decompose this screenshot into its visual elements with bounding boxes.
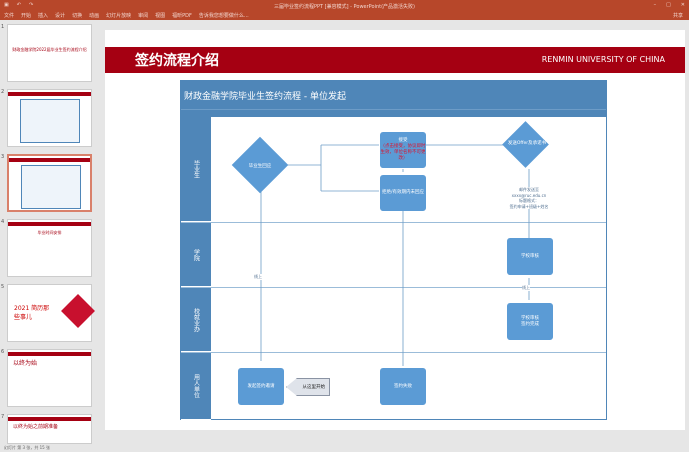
thumb-number: 3 <box>1 154 5 160</box>
thumbnail-slide-6[interactable]: 以终为始 <box>7 349 92 407</box>
node-label: 签约完成 <box>521 321 539 327</box>
edge-label-online: 线上 <box>254 274 262 280</box>
node-initiate-invite[interactable]: 发起签约邀请 <box>238 368 284 405</box>
node-label: 学校审核 <box>521 253 539 259</box>
maximize-icon[interactable]: □ <box>666 2 671 8</box>
thumb-number: 2 <box>1 89 5 95</box>
tab-transitions[interactable]: 切换 <box>72 13 83 19</box>
thumb-number: 7 <box>1 414 5 420</box>
slide-banner: 签约流程介绍 RENMIN UNIVERSITY OF CHINA <box>105 47 685 73</box>
node-label: 毕业生回应 <box>248 164 272 169</box>
lane-employer: 用人单位 <box>181 353 606 420</box>
share-button[interactable]: 共享 <box>672 13 683 19</box>
node-reject[interactable]: 拒绝/有效期内未回应 <box>380 175 426 211</box>
tab-slideshow[interactable]: 幻灯片放映 <box>106 13 132 19</box>
window-title: 三届毕业签约流程PPT [兼容模式] - PowerPoint(产品激活失败) <box>274 4 415 10</box>
tab-home[interactable]: 开始 <box>21 13 32 19</box>
thumb-title: 以终为始之前期准备 <box>13 424 59 430</box>
slide-canvas[interactable]: 签约流程介绍 RENMIN UNIVERSITY OF CHINA 财政金融学院… <box>105 30 685 430</box>
edge-label-online: 线上 <box>522 285 530 291</box>
tell-me-search[interactable]: 告诉我您想要做什么... <box>198 13 249 19</box>
lane-label: 用人单位 <box>181 353 211 420</box>
save-icon[interactable]: ▣ <box>4 2 9 8</box>
node-label: 发起签约邀请 <box>247 383 275 389</box>
redo-icon[interactable]: ↷ <box>28 2 34 8</box>
quick-access-toolbar: ▣ ↶ ↷ <box>4 2 33 8</box>
start-here-callout: 从这里开始 <box>286 378 330 396</box>
thumb-number: 5 <box>1 284 5 290</box>
ribbon-tabs: 文件 开始 插入 设计 切换 动画 幻灯片放映 审阅 视图 福昕PDF 告诉我您… <box>4 12 249 19</box>
node-label: 发送Offer及承诺书 <box>507 141 547 146</box>
minimize-icon[interactable]: – <box>653 2 657 8</box>
tab-view[interactable]: 视图 <box>155 13 166 19</box>
thumb-number: 6 <box>1 349 5 355</box>
close-icon[interactable]: ✕ <box>680 2 685 8</box>
node-college-review[interactable]: 学校审核 <box>507 238 553 275</box>
lane-label: 学院 <box>181 223 211 287</box>
thumbnail-slide-3[interactable] <box>7 154 92 212</box>
diagram-title: 财政金融学院毕业生签约流程 - 单位发起 <box>181 81 606 109</box>
status-bar: 幻灯片 第 3 张，共 15 张 <box>0 444 689 452</box>
thumb-title: 财政金融学院2022届毕业生签约流程介绍 <box>12 47 87 52</box>
slide-thumbnails-panel[interactable]: 1 财政金融学院2022届毕业生签约流程介绍 2 3 4 毕业时间安排 5 20… <box>0 22 97 447</box>
lane-career-office: 校就业办 <box>181 288 606 353</box>
node-label: 接受 <box>398 138 408 144</box>
node-label: 学校审核 <box>521 315 539 321</box>
thumbnail-slide-2[interactable] <box>7 89 92 147</box>
node-label: 拒绝/有效期内未回应 <box>381 190 424 196</box>
tab-design[interactable]: 设计 <box>55 13 66 19</box>
thumbnail-slide-1[interactable]: 财政金融学院2022届毕业生签约流程介绍 <box>7 24 92 82</box>
lane-label: 校就业办 <box>181 288 211 352</box>
tab-review[interactable]: 审阅 <box>138 13 149 19</box>
thumb-title: 2021 简历那些事儿 <box>14 305 50 321</box>
slide-heading: 签约流程介绍 <box>135 53 219 69</box>
thumbnail-slide-4[interactable]: 毕业时间安排 <box>7 219 92 277</box>
diamond-graphic <box>61 294 95 328</box>
thumbnail-slide-5[interactable]: 2021 简历那些事儿 <box>7 284 95 342</box>
university-name: RENMIN UNIVERSITY OF CHINA <box>541 55 665 64</box>
title-bar: ▣ ↶ ↷ 三届毕业签约流程PPT [兼容模式] - PowerPoint(产品… <box>0 0 689 20</box>
swimlane-diagram[interactable]: 财政金融学院毕业生签约流程 - 单位发起 毕业生 学院 校就业办 用人单位 毕业… <box>180 80 607 420</box>
lane-college: 学院 <box>181 223 606 288</box>
node-school-review-complete[interactable]: 学校审核签约完成 <box>507 303 553 340</box>
thumbnail-slide-7[interactable]: 以终为始之前期准备 <box>7 414 92 444</box>
lane-graduate: 毕业生 <box>181 117 606 223</box>
tab-pdf[interactable]: 福昕PDF <box>172 13 192 19</box>
tab-animations[interactable]: 动画 <box>89 13 100 19</box>
tab-file[interactable]: 文件 <box>4 13 15 19</box>
undo-icon[interactable]: ↶ <box>16 2 21 8</box>
thumb-title: 毕业时间安排 <box>37 230 62 235</box>
thumb-number: 1 <box>1 24 5 30</box>
thumb-title: 以终为始 <box>13 360 38 367</box>
tab-insert[interactable]: 插入 <box>38 13 49 19</box>
thumb-number: 4 <box>1 219 5 225</box>
node-label: 签约失败 <box>394 383 412 389</box>
node-note: （点击接受，协议即时生效，单位名称不可更改） <box>380 144 426 161</box>
lane-label: 毕业生 <box>181 117 211 222</box>
node-sign-fail[interactable]: 签约失败 <box>380 368 426 405</box>
node-accept[interactable]: 接受（点击接受，协议即时生效，单位名称不可更改） <box>380 132 426 168</box>
